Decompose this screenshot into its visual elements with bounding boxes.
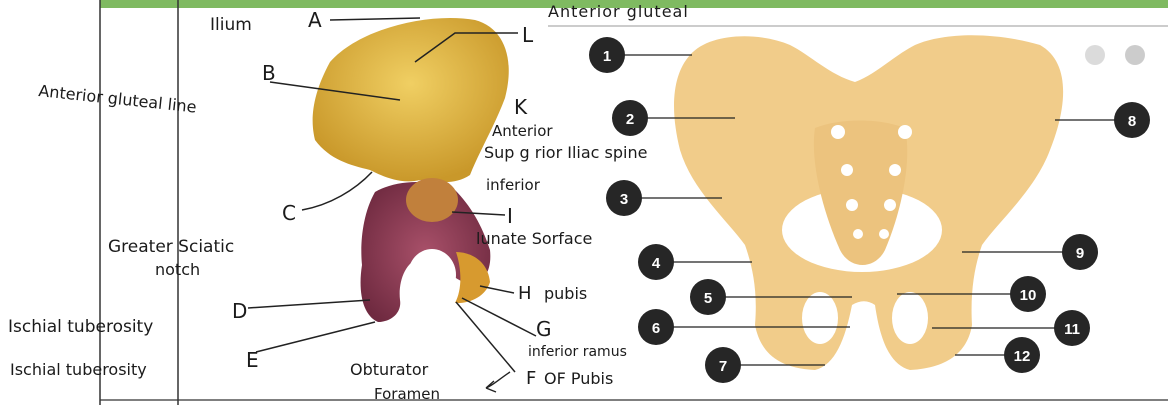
next-arrow-icon[interactable]: [1125, 45, 1145, 65]
note-anterior-gluteal-line: Anterior gluteal line: [38, 81, 198, 116]
marker-5: 5: [690, 279, 726, 315]
hip-label-i: I: [507, 204, 513, 228]
marker-1-label: 1: [603, 48, 611, 65]
marker-6: 6: [638, 309, 674, 345]
marker-7: 7: [705, 347, 741, 383]
hip-label-h: H: [518, 283, 532, 304]
note-pubis: pubis: [544, 284, 587, 303]
note-of-pubis: OF Pubis: [544, 369, 613, 388]
marker-10-label: 10: [1020, 287, 1037, 304]
marker-3: 3: [606, 180, 642, 216]
marker-12: 12: [1004, 337, 1040, 373]
marker-1: 1: [589, 37, 625, 73]
right-obturator: [892, 292, 928, 344]
note-lunate-surface: lunate Sorface: [476, 229, 592, 248]
hip-label-a: A: [308, 8, 322, 32]
note-anterior: Anterior: [492, 122, 553, 140]
marker-9-label: 9: [1076, 245, 1084, 262]
note-anterior-gluteal-top: Anterior gluteal: [548, 2, 689, 21]
hip-label-b: B: [262, 61, 276, 85]
nav-arrows[interactable]: [1085, 45, 1145, 65]
note-sup-iliac-spine: Sup g rior Iliac spine: [484, 143, 647, 162]
marker-11-label: 11: [1064, 321, 1080, 338]
note-inferior: inferior: [486, 176, 541, 194]
marker-2: 2: [612, 100, 648, 136]
note-ischial-tuberosity-2: Ischial tuberosity: [10, 360, 147, 379]
acetabulum: [406, 178, 458, 222]
hip-label-d: D: [232, 299, 247, 323]
marker-4: 4: [638, 244, 674, 280]
marker-11: 11: [1054, 310, 1090, 346]
hip-label-g: G: [536, 317, 552, 341]
marker-7-label: 7: [719, 358, 727, 375]
pelvis-image: [674, 35, 1063, 370]
marker-5-label: 5: [704, 290, 712, 307]
obturator-arrow: [486, 372, 510, 392]
note-inferior-ramus: inferior ramus: [528, 344, 627, 360]
note-greater-sciatic: Greater Sciatic: [108, 237, 234, 257]
prev-arrow-icon[interactable]: [1085, 45, 1105, 65]
note-foramen: Foramen: [374, 385, 440, 403]
hip-bone-image: [313, 18, 509, 322]
marker-3-label: 3: [620, 191, 628, 208]
marker-2-label: 2: [626, 111, 634, 128]
hip-label-f: F: [526, 368, 536, 389]
note-notch: notch: [155, 260, 200, 279]
left-obturator: [802, 292, 838, 344]
marker-8-label: 8: [1128, 113, 1136, 130]
marker-8: 8: [1114, 102, 1150, 138]
hip-label-c: C: [282, 201, 296, 225]
marker-4-label: 4: [652, 255, 661, 272]
ilium-shape: [313, 18, 509, 182]
note-ilium: Ilium: [210, 15, 252, 35]
hip-label-k: K: [514, 95, 528, 119]
marker-10: 10: [1010, 276, 1046, 312]
obturator-foramen-shape: [408, 249, 456, 301]
hip-label-e: E: [246, 348, 259, 372]
marker-9: 9: [1062, 234, 1098, 270]
marker-6-label: 6: [652, 320, 660, 337]
hip-label-l: L: [522, 23, 534, 47]
note-obturator: Obturator: [350, 360, 429, 379]
marker-12-label: 12: [1014, 348, 1031, 365]
note-ischial-tuberosity-1: Ischial tuberosity: [8, 317, 153, 337]
